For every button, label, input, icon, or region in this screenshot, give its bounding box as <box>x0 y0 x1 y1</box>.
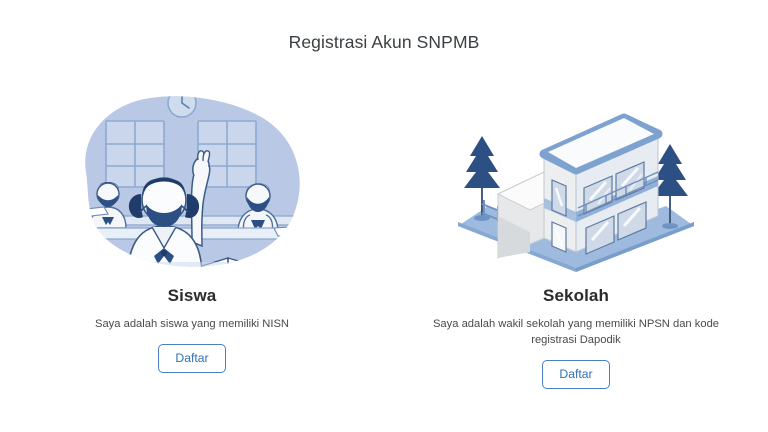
daftar-button-siswa[interactable]: Daftar <box>158 344 226 373</box>
card-title-sekolah: Sekolah <box>543 286 609 305</box>
window-left-face <box>551 179 567 217</box>
student-back-right <box>237 183 279 233</box>
registration-card-siswa[interactable]: Siswa Saya adalah siswa yang memiliki NI… <box>0 76 384 373</box>
classroom-window-left <box>105 120 165 188</box>
wall-clock-icon <box>167 96 197 118</box>
roof-parapet <box>539 113 663 175</box>
tree-left <box>464 136 500 221</box>
classroom-students-illustration <box>85 96 300 267</box>
balcony-rail <box>577 171 659 217</box>
registration-options: Siswa Saya adalah siswa yang memiliki NI… <box>0 76 768 390</box>
card-title-siswa: Siswa <box>167 286 217 305</box>
page-title: Registrasi Akun SNPMB <box>288 32 480 52</box>
tree-right <box>652 144 688 229</box>
classroom-window-right <box>197 120 257 188</box>
registration-card-sekolah[interactable]: Sekolah Saya adalah wakil sekolah yang m… <box>384 76 768 390</box>
card-description-siswa: Saya adalah siswa yang memiliki NISN <box>95 318 289 330</box>
card-description-sekolah: Saya adalah wakil sekolah yang memiliki … <box>432 318 720 347</box>
uniform-ribbon <box>154 248 174 264</box>
daftar-button-sekolah[interactable]: Daftar <box>542 360 610 390</box>
entrance-door <box>551 221 567 253</box>
school-building-illustration <box>458 113 694 272</box>
windows-lower <box>585 201 647 255</box>
